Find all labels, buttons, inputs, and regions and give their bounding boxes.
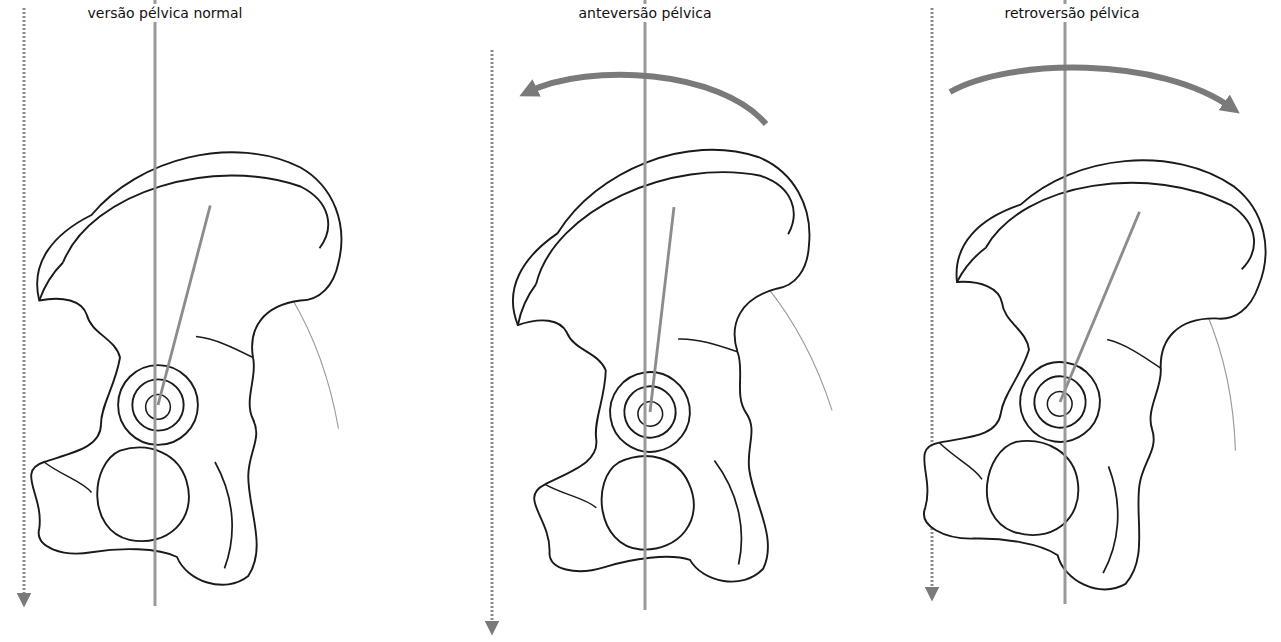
- figure-label: retroversão pélvica: [1002, 4, 1143, 22]
- figure-label: versão pélvica normal: [85, 4, 246, 22]
- anteverted-pelvis: [489, 0, 856, 628]
- figure-label: anteversão pélvica: [576, 4, 715, 22]
- normal-pelvis: [24, 0, 341, 606]
- retroverted-pelvis: [909, 0, 1276, 606]
